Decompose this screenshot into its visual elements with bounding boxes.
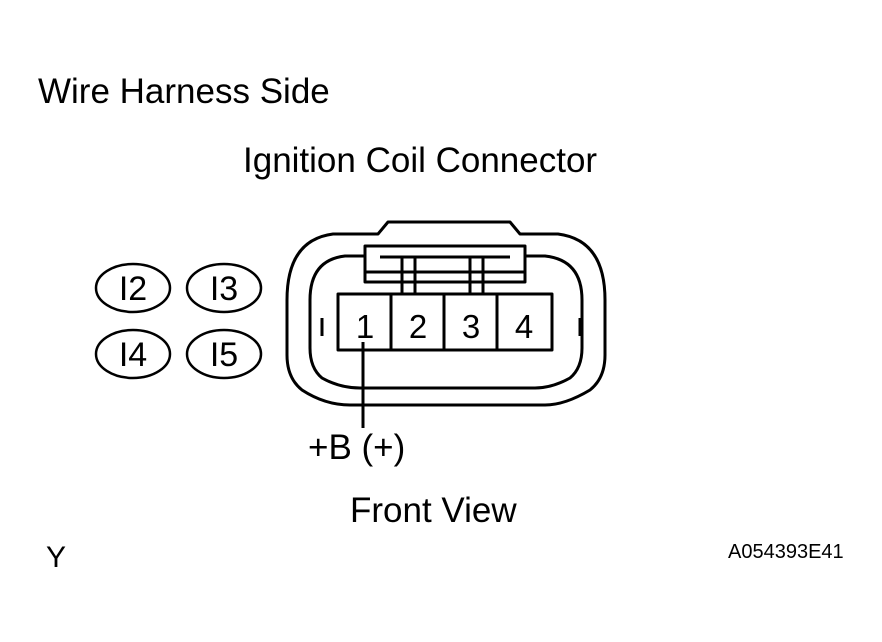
connector-housing — [285, 220, 607, 407]
connector-code-bubble — [94, 328, 172, 380]
connector-code-group — [94, 262, 263, 380]
housing-outer-shell — [285, 220, 607, 407]
connector-title: Ignition Coil Connector — [243, 141, 598, 180]
heading: Wire Harness Side — [38, 72, 330, 111]
locking-tab-leg — [400, 255, 417, 296]
connector-code-label: I5 — [210, 336, 238, 374]
connector-code-bubble — [185, 328, 263, 380]
housing-inner-shell — [308, 254, 584, 390]
terminal-callout: +B (+) — [308, 428, 406, 467]
connector-code-bubble — [185, 262, 263, 314]
connector-code-label: I4 — [119, 336, 147, 374]
terminal-number: 1 — [356, 308, 374, 345]
corner-letter: Y — [46, 541, 67, 574]
terminal-number: 4 — [515, 308, 533, 345]
connector-code-bubble — [94, 262, 172, 314]
connector-code-label: I3 — [210, 270, 238, 308]
figure-id: A054393E41 — [728, 541, 844, 563]
terminal-number: 3 — [462, 308, 480, 345]
terminal-number: 2 — [409, 308, 427, 345]
locking-tab — [363, 244, 527, 274]
connector-code-label: I2 — [119, 270, 147, 308]
view-label: Front View — [350, 491, 517, 530]
locking-tab-leg — [468, 255, 485, 296]
